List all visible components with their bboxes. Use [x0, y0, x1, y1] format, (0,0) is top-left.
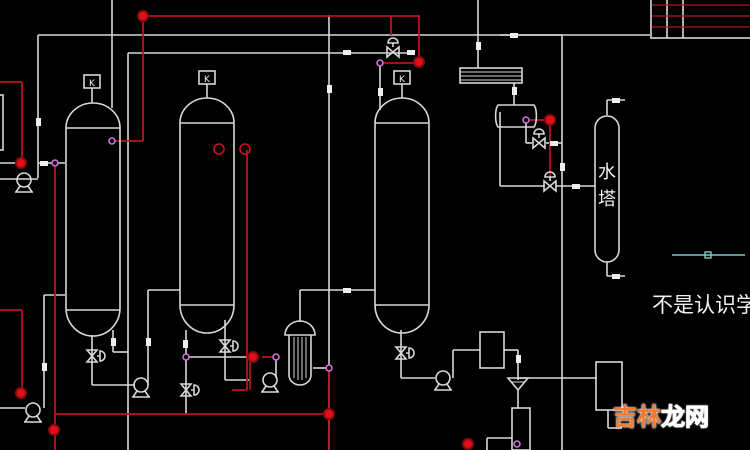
- instrument-bubbles: [15, 10, 556, 450]
- cyan-pipeline: [672, 251, 745, 259]
- column-3: [374, 70, 430, 334]
- funnel-filter: [506, 377, 530, 392]
- vessel-tag-3: K: [399, 75, 406, 85]
- column-2: [179, 70, 235, 334]
- instrument-6: [544, 114, 556, 126]
- reflux-drum: [494, 104, 538, 128]
- flow-arrows: [36, 33, 620, 371]
- pumps: [15, 172, 452, 423]
- instrument-2: [413, 56, 425, 68]
- title-block-table: [650, 0, 750, 39]
- tap-points: [51, 59, 530, 448]
- instrument-10: [323, 408, 335, 420]
- watermark-part-1: 吉林: [613, 403, 661, 431]
- water-tower: 水 塔: [594, 115, 620, 263]
- air-cooler: [459, 67, 523, 105]
- instrument-1: [137, 10, 149, 22]
- instrument-8: [48, 424, 60, 436]
- instrument-4: [213, 143, 225, 155]
- column-1: [65, 74, 121, 337]
- instrument-9: [247, 351, 259, 363]
- vessel-tag-2: K: [204, 75, 211, 85]
- vessel-tag-1: K: [89, 79, 96, 89]
- watermark-part-2: 龙网: [661, 403, 710, 432]
- instrument-3: [15, 157, 27, 169]
- valves: [85, 37, 557, 397]
- water-tower-label-2: 塔: [598, 189, 616, 210]
- instrument-5: [239, 143, 251, 155]
- water-tower-label-1: 水: [598, 162, 616, 183]
- instrument-11: [462, 438, 474, 450]
- annotation-text: 不是认识学: [652, 293, 750, 317]
- instrument-7: [15, 387, 27, 399]
- condenser: [284, 320, 316, 386]
- process-pipes: [0, 0, 650, 450]
- watermark: 吉林龙网: [613, 397, 710, 432]
- signal-lines: [0, 15, 551, 450]
